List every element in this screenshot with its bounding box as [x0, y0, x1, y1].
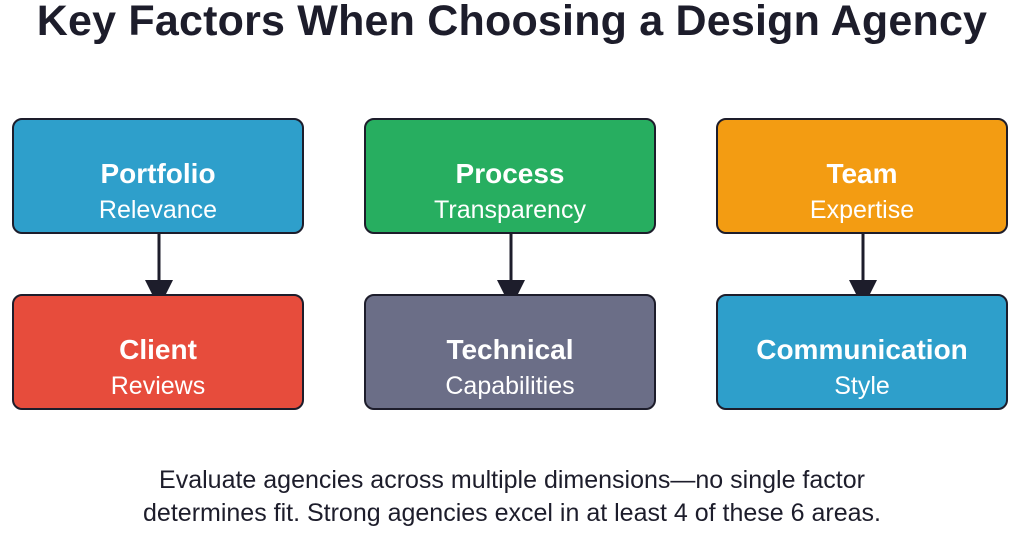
node-communication: Communication Style — [716, 294, 1008, 410]
node-communication-subtitle: Style — [834, 372, 890, 400]
node-communication-heading: Communication — [756, 334, 968, 365]
node-portfolio: Portfolio Relevance — [12, 118, 304, 234]
node-technical-heading: Technical — [446, 334, 574, 365]
node-technical-subtitle: Capabilities — [445, 372, 575, 400]
caption: Evaluate agencies across multiple dimens… — [0, 464, 1024, 530]
node-process: Process Transparency — [364, 118, 656, 234]
node-client: Client Reviews — [12, 294, 304, 410]
caption-line-1: Evaluate agencies across multiple dimens… — [159, 466, 865, 494]
node-client-heading: Client — [119, 334, 197, 365]
node-team-heading: Team — [826, 158, 898, 189]
node-technical: Technical Capabilities — [364, 294, 656, 410]
node-portfolio-subtitle: Relevance — [98, 196, 218, 224]
diagram-title: Key Factors When Choosing a Design Agenc… — [36, 0, 988, 45]
node-client-subtitle: Reviews — [110, 372, 206, 400]
node-team: Team Expertise — [716, 118, 1008, 234]
node-process-heading: Process — [455, 158, 565, 189]
node-team-subtitle: Expertise — [809, 196, 915, 224]
node-process-subtitle: Transparency — [434, 196, 586, 224]
caption-line-2: determines fit. Strong agencies excel in… — [143, 499, 881, 527]
node-portfolio-heading: Portfolio — [100, 158, 216, 189]
